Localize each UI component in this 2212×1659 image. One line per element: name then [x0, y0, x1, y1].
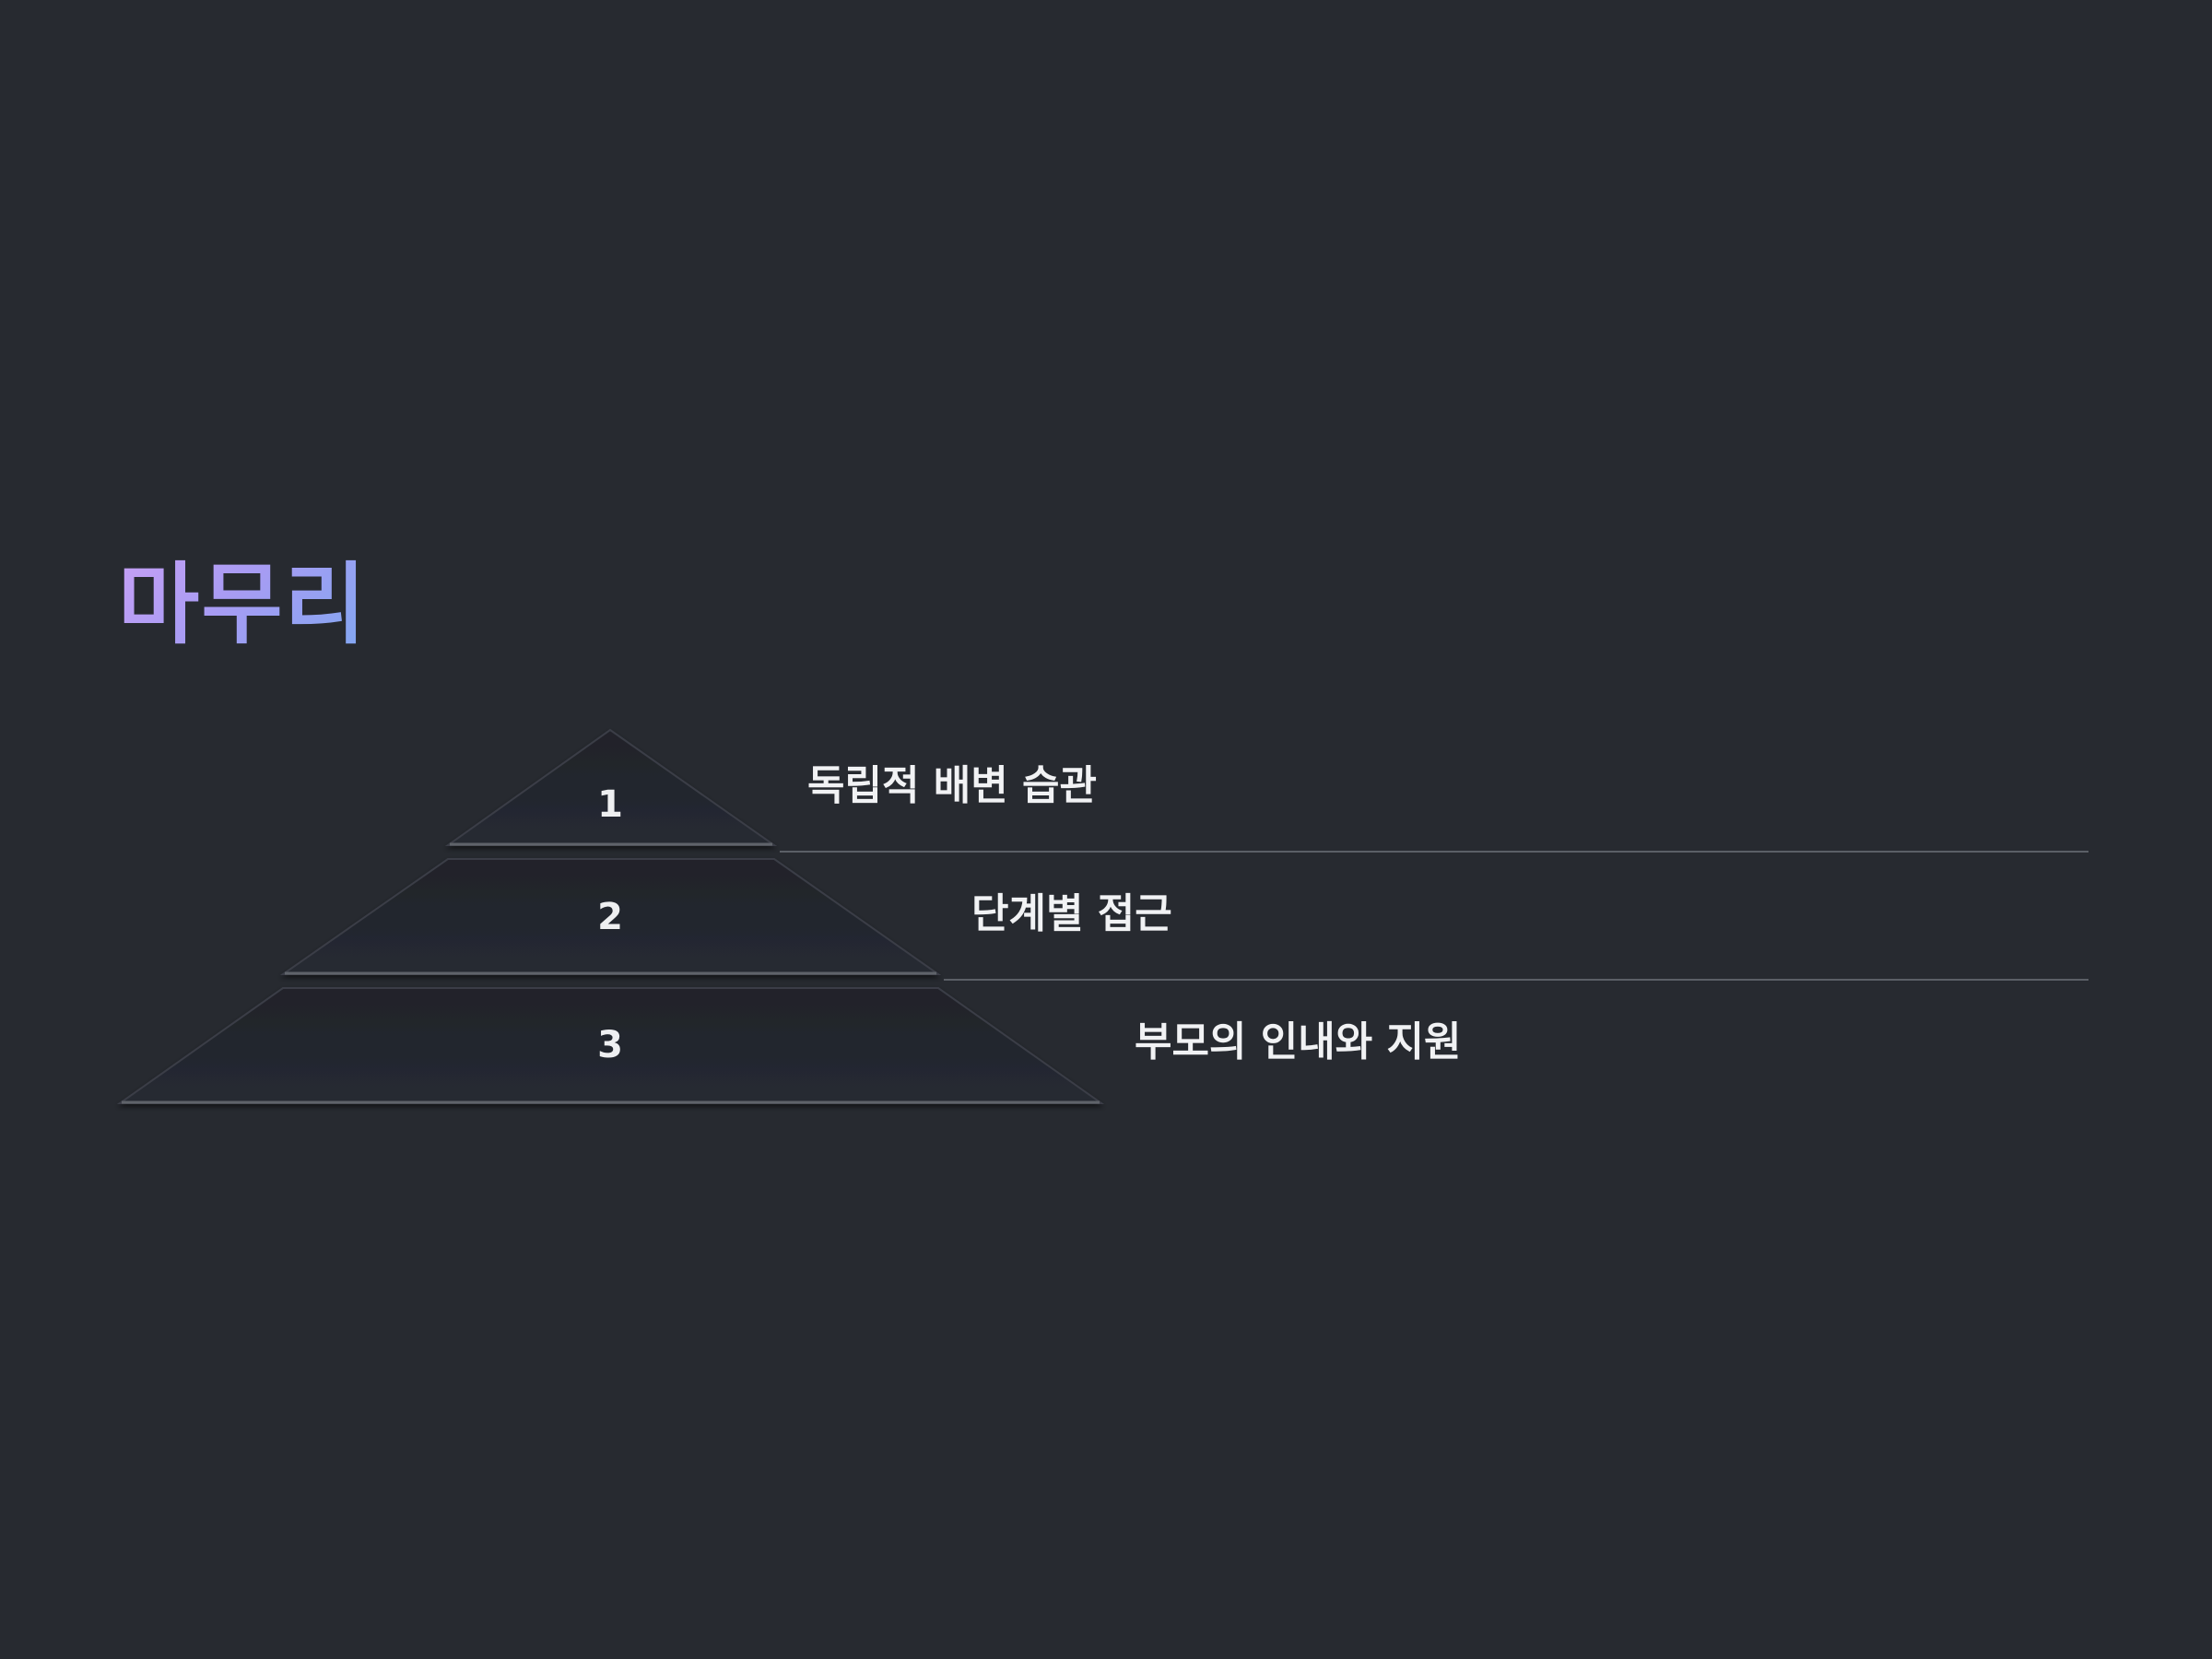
divider-line-1 [780, 851, 2088, 853]
pyramid-tier-3-label: 부모의 인내와 지원 [1135, 1018, 1462, 1065]
pyramid-tier-2-number: 2 [597, 896, 623, 938]
pyramid-tier-2 [279, 858, 942, 975]
divider-line-2 [944, 979, 2088, 981]
pyramid-tier-3 [116, 987, 1105, 1104]
pyramid-tier-2-label: 단계별 접근 [971, 890, 1172, 937]
pyramid-tier-1-label: 독립적 배변 습관 [807, 762, 1097, 809]
pyramid-tier-2-shape [279, 858, 942, 975]
pyramid-tier-3-number: 3 [597, 1024, 623, 1066]
pyramid-tier-1-number: 1 [597, 783, 623, 826]
pyramid-tier-3-shape [116, 987, 1105, 1104]
slide-title: 마무리 [118, 549, 368, 660]
pyramid-tier-1 [444, 728, 778, 846]
